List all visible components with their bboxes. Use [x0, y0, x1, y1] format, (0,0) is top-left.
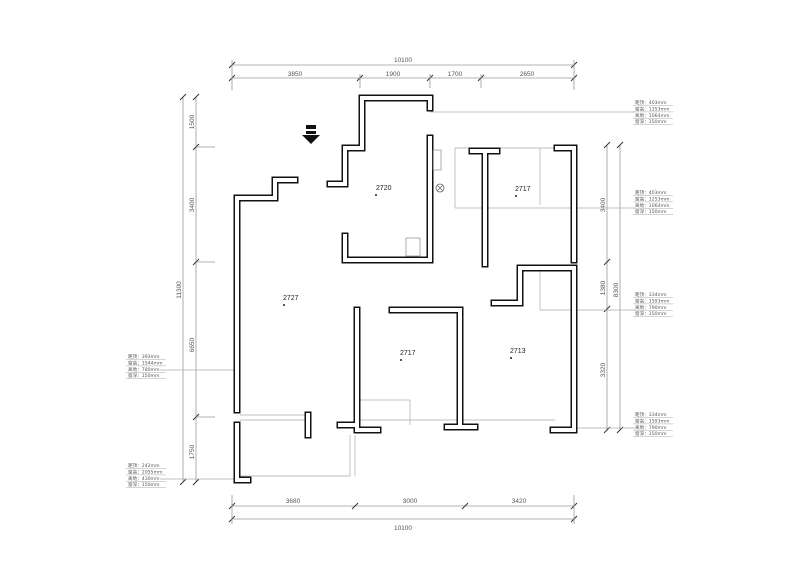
left-dimensions: 11300 1500 3400 6650 1750: [176, 93, 215, 486]
dim-label: 3420: [512, 498, 527, 505]
window-note-line: 窗高：1253mm: [635, 195, 670, 202]
bottom-dimensions: 3680 3000 3420 10100: [228, 495, 578, 532]
window-note-line: 距顶：403mm: [635, 100, 667, 106]
window-note-line: 离地：1064mm: [635, 202, 670, 209]
right-dimensions: 3400 1380 3320 8300: [600, 141, 624, 434]
window-note-line: 窗高：1544mm: [128, 359, 163, 366]
window-note-line: 离地：790mm: [635, 304, 667, 311]
dim-label: 8300: [613, 282, 620, 297]
window-note-line: 窗深：150mm: [635, 208, 667, 215]
room-labels: 2720 2717 2727 2717 2713: [283, 185, 531, 361]
window-note-line: 窗高：1593mm: [635, 417, 670, 424]
dim-label: 11300: [176, 281, 183, 299]
dim-label: 1750: [189, 444, 196, 459]
dim-label: 3850: [288, 71, 303, 78]
room-label: 2727: [283, 295, 299, 302]
dim-label: 1500: [189, 114, 196, 129]
room-label: 2720: [376, 185, 392, 192]
window-note-line: 距顶：242mm: [128, 463, 160, 469]
dim-label: 1900: [386, 71, 401, 78]
dim-label: 6650: [189, 337, 196, 352]
dim-label: 10100: [394, 57, 412, 64]
arrow-down-icon: [302, 125, 320, 144]
room-label: 2717: [400, 350, 416, 357]
dim-label: 3320: [600, 362, 607, 377]
window-note-line: 窗深：150mm: [635, 430, 667, 437]
window-note-line: 窗深：150mm: [128, 481, 160, 488]
window-note-line: 离地：430mm: [128, 475, 160, 482]
room-label: 2713: [510, 348, 526, 355]
window-note-line: 离地：780mm: [128, 366, 160, 373]
window-note-line: 窗高：2055mm: [128, 468, 163, 475]
sink-icon: [435, 183, 445, 193]
dim-label: 1380: [600, 280, 607, 295]
window-note-line: 窗高：1253mm: [635, 105, 670, 112]
window-notes: 距顶：403mm窗高：1253mm离地：1064mm窗深：150mm距顶：403…: [126, 100, 673, 488]
window-note-line: 离地：790mm: [635, 424, 667, 431]
window-note-line: 离地：1064mm: [635, 112, 670, 119]
dim-label: 3400: [600, 197, 607, 212]
walls: [233, 94, 578, 484]
leader-lines: [160, 111, 635, 480]
toilet-icon: [405, 237, 421, 257]
window-note-line: 距顶：334mm: [635, 412, 667, 418]
dim-label: 2650: [520, 71, 535, 78]
dim-label: 3680: [286, 498, 301, 505]
window-note-line: 窗高：1593mm: [635, 297, 670, 304]
dim-label: 3000: [403, 498, 418, 505]
window-note-line: 距顶：403mm: [635, 190, 667, 196]
dim-label: 3400: [189, 197, 196, 212]
window-note-line: 窗深：150mm: [635, 310, 667, 317]
window-note-line: 窗深：150mm: [635, 118, 667, 125]
window-note-line: 窗深：150mm: [128, 372, 160, 379]
dim-label: 1700: [448, 71, 463, 78]
fixtures: [405, 149, 445, 257]
room-label: 2717: [515, 186, 531, 193]
window-note-line: 距顶：334mm: [635, 292, 667, 298]
dim-label: 10100: [394, 525, 412, 532]
window-note-line: 距顶：393mm: [128, 354, 160, 360]
top-dimensions: 10100 3850 1900 1700 2650: [228, 57, 578, 90]
